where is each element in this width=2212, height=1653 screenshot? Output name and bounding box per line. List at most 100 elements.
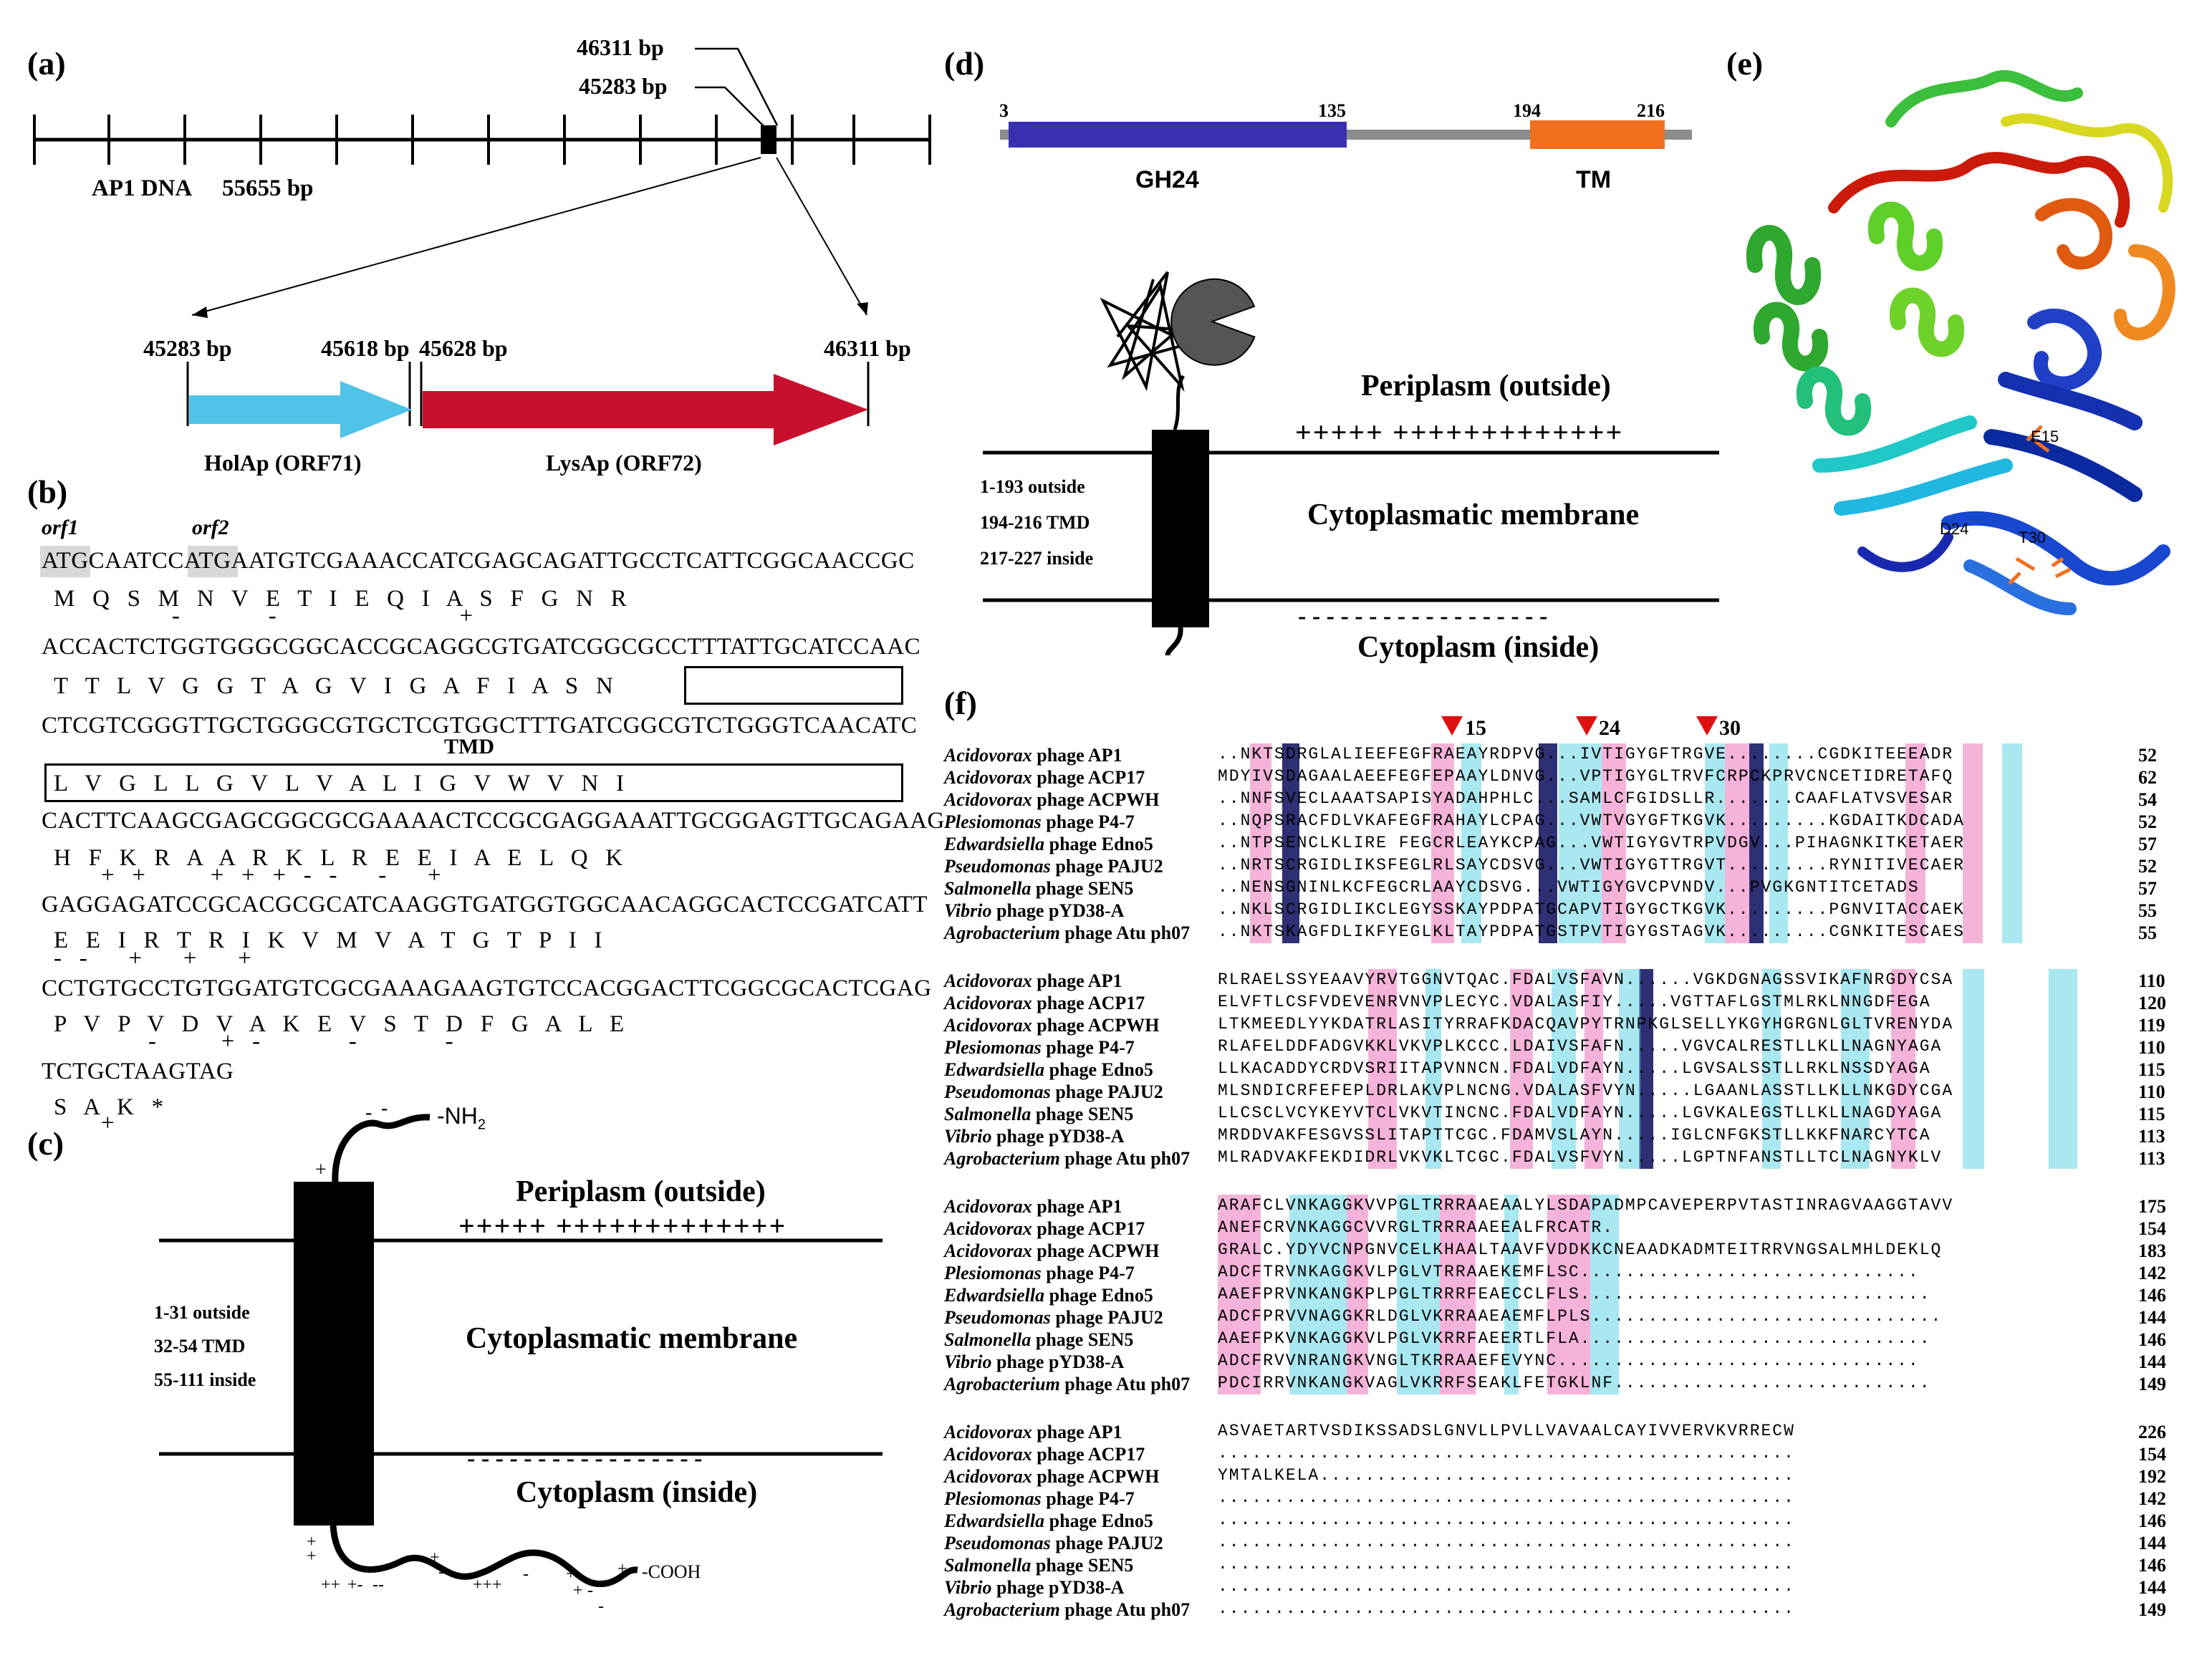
conservation-shading xyxy=(1725,743,1749,943)
alignment-sequence: ANEFCRVNKAGGCVVRGLTRRRAAEEALFRCATR. xyxy=(1218,1218,1615,1237)
aa-line-2: T T L V G G T A G V I G A F I A S N xyxy=(54,673,613,699)
cytoplasm-label-c: Cytoplasm (inside) xyxy=(516,1476,758,1509)
charge-line-4: + + + + + - - - + xyxy=(54,862,441,888)
lysap-label: LysAp (ORF72) xyxy=(546,450,702,476)
conservation-shading xyxy=(1963,969,1984,1169)
alignment-position: 144 xyxy=(2138,1351,2166,1372)
tmd-label: TMD xyxy=(444,735,494,758)
alignment-position: 144 xyxy=(2138,1533,2166,1553)
species-name: Plesiomonas phage P4-7 xyxy=(944,811,1135,832)
alignment-sequence: ..NKTSDRGLALIEEFEGFRAEAYRDPVG...IVTIGYGF… xyxy=(1218,745,1954,763)
svg-text:-: - xyxy=(587,1581,593,1600)
alignment-sequence: ADCFPRVVNAGGKRLDGLVKRRAAEAEMFLPLS.......… xyxy=(1218,1307,1943,1326)
alignment-sequence: MDYIVSDAGAALAEEFEGFEPAAYLDNVG...VPTIGYGL… xyxy=(1218,767,1954,786)
alignment-sequence: LTKMEEDLYYKDATRLASITYRRAFKDACQAVPYTRNPKG… xyxy=(1218,1015,1954,1033)
alignment-position: 146 xyxy=(2138,1285,2166,1306)
alignment-position: 146 xyxy=(2138,1510,2166,1531)
tm-domain xyxy=(1530,120,1665,149)
active-site-markers xyxy=(1441,716,1718,736)
species-name: Edwardsiella phage Edno5 xyxy=(944,1285,1153,1306)
charge-line-6: - + - - - xyxy=(54,1028,453,1054)
alignment-position: 146 xyxy=(2138,1329,2166,1350)
species-name: Pseudomonas phage PAJU2 xyxy=(944,1081,1163,1102)
holap-label: HolAp (ORF71) xyxy=(204,450,362,476)
species-name: Vibrio phage pYD38-A xyxy=(944,1577,1125,1598)
start-codon-2-highlight xyxy=(188,546,238,577)
svg-text:+: + xyxy=(617,1560,627,1579)
alignment-sequence: PDCIRRVNKANGKVAGLVKRRFSEAKLFETGKLNF.....… xyxy=(1218,1374,1931,1392)
aa-line-7: S A K * xyxy=(54,1094,164,1120)
species-name: Salmonella phage SEN5 xyxy=(944,1555,1134,1576)
tmd-block xyxy=(294,1182,374,1526)
conservation-shading xyxy=(1425,969,1441,1169)
species-name: Pseudomonas phage PAJU2 xyxy=(944,856,1163,877)
conservation-shading xyxy=(1762,969,1781,1169)
conservation-shading xyxy=(1841,969,1870,1169)
conservation-shading xyxy=(1282,743,1299,943)
conservation-shading xyxy=(1749,743,1764,943)
conservation-shading xyxy=(1963,743,1983,943)
conservation-shading xyxy=(1585,969,1603,1169)
species-name: Agrobacterium phage Atu ph07 xyxy=(944,1148,1191,1169)
dna-line-4: CACTTCAAGCGAGCGGCGCGAAAACTCCGCGAGGAAATTG… xyxy=(42,808,945,834)
svg-text:+: + xyxy=(307,1547,317,1566)
panel-c-diagram: + - - + + ++ +- -- + - - +++ - + + - - + xyxy=(159,1097,883,1616)
alignment-sequence: ..NTPSENCLKLIRE FEGCRLEAYKCPAG...VWTIGYG… xyxy=(1218,834,1965,852)
alignment-position: 154 xyxy=(2138,1218,2166,1239)
minus-row-d: - - - - - - - - - - - - - - - - - - xyxy=(1298,603,1548,630)
topology-c-2: 32-54 TMD xyxy=(154,1336,246,1356)
species-name: Acidovorax phage ACP17 xyxy=(944,1218,1145,1239)
species-name: Salmonella phage SEN5 xyxy=(944,1329,1134,1350)
alignment-sequence: ........................................… xyxy=(1218,1555,1795,1574)
pos-135: 135 xyxy=(1318,100,1346,121)
species-name: Acidovorax phage AP1 xyxy=(944,970,1122,991)
conservation-shading xyxy=(1431,743,1454,943)
svg-text:-: - xyxy=(438,1563,444,1581)
coord-4: 46311 bp xyxy=(824,335,911,361)
alignment-position: 149 xyxy=(2138,1374,2166,1394)
svg-text:+: + xyxy=(566,1565,576,1584)
alignment-sequence: ELVFTLCSFVDEVENRVNVPLECYC.VDALASFIY.....… xyxy=(1218,993,1931,1011)
species-name: Acidovorax phage ACPWH xyxy=(944,789,1160,810)
conservation-shading xyxy=(1590,1195,1619,1394)
conservation-shading xyxy=(1769,743,1788,943)
conservation-shading xyxy=(1368,969,1397,1169)
panel-d-diagram xyxy=(983,120,1719,656)
svg-text:--: -- xyxy=(372,1576,384,1594)
periplasm-label-d: Periplasm (outside) xyxy=(1361,370,1611,403)
dna-line-3: CTCGTCGGGTTGCTGGGCGTGCTCGTGGCTTTGATCGGCG… xyxy=(42,713,918,738)
plus-row-c: +++++ +++++++++++++ xyxy=(458,1210,787,1242)
alignment-position: 144 xyxy=(2138,1307,2166,1328)
alignment-position: 110 xyxy=(2138,1081,2165,1102)
alignment-sequence: ........................................… xyxy=(1218,1599,1795,1618)
alignment-position: 192 xyxy=(2138,1466,2166,1487)
conservation-shading xyxy=(1289,1195,1347,1394)
panel-c-label: (c) xyxy=(27,1125,64,1162)
charge-line-7: + xyxy=(54,1110,115,1136)
alignment-sequence: YMTALKELA...............................… xyxy=(1218,1466,1795,1485)
aa-line-6: P V P V D V A K E V S T D F G A L E xyxy=(54,1011,625,1037)
alignment-sequence: ........................................… xyxy=(1218,1510,1795,1529)
svg-text:-: - xyxy=(381,1097,388,1119)
conservation-shading xyxy=(1397,1195,1440,1394)
aa-line-1: M Q S M N V E T I E Q I A S F G N R xyxy=(54,586,627,612)
alignment-sequence: ..NENSGNINLKCFEGCRLAAYCDSVG...VWTIGYGVCP… xyxy=(1218,878,1920,897)
panel-b-label: (b) xyxy=(27,473,68,510)
alignment-position: 115 xyxy=(2138,1104,2165,1124)
marker-30: 30 xyxy=(1719,716,1741,740)
alignment-sequence: ........................................… xyxy=(1218,1488,1795,1507)
alignment-position: 146 xyxy=(2138,1555,2166,1576)
alignment-position: 57 xyxy=(2138,834,2157,854)
tmd-box-2 xyxy=(44,763,903,802)
topology-d-1: 1-193 outside xyxy=(980,476,1085,497)
alignment-position: 119 xyxy=(2138,1015,2165,1036)
alignment-sequence: ..NNFSVECLAAATSAPISYADAHPHLC...SAMLCFGID… xyxy=(1218,789,1954,808)
conservation-shading xyxy=(2049,969,2077,1169)
residue-d24: D24 xyxy=(1940,520,1969,538)
conservation-shading xyxy=(1619,969,1640,1169)
alignment-sequence: ..NKLSCRGIDLIKCLEGYSSKAYPDPATGCAPVTIGYGC… xyxy=(1218,900,1965,919)
conservation-shading xyxy=(1602,743,1626,943)
svg-text:+: + xyxy=(307,1533,317,1551)
orf2-label: orf2 xyxy=(192,516,229,539)
alignment-sequence: GRALC.YDYVCNPGNVCELKHAALTAAVFVDDKKCNEAAD… xyxy=(1218,1240,1943,1259)
